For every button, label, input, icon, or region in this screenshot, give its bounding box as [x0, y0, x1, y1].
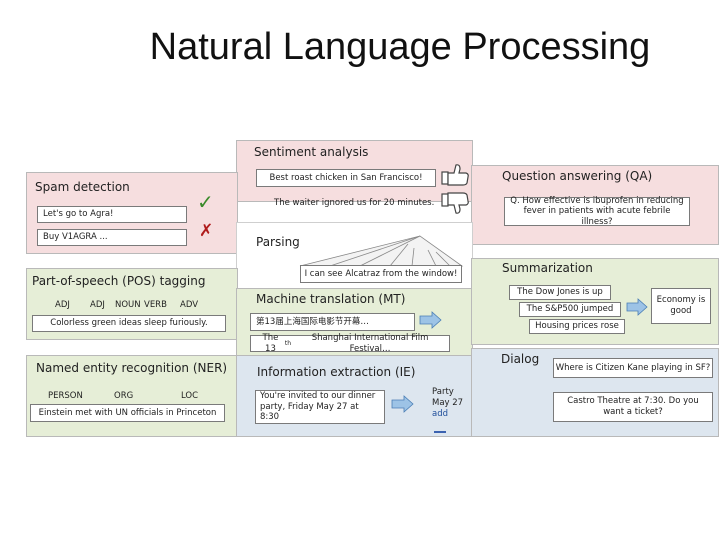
mt-target-text: The 13 th Shanghai International Film Fes… — [250, 332, 450, 354]
dialog-label: Dialog — [501, 352, 540, 366]
ner-tag: PERSON — [48, 391, 83, 401]
ie-label: Information extraction (IE) — [257, 365, 416, 379]
mt-target-ordinal-suffix: th — [284, 339, 292, 347]
ie-add-link[interactable]: add — [432, 409, 448, 419]
cross-mark-icon: ✗ — [199, 221, 214, 241]
pos-tag: ADJ — [55, 300, 70, 310]
ie-event-title: Party — [432, 387, 454, 397]
mt-label: Machine translation (MT) — [256, 292, 406, 306]
ie-event-date: May 27 — [432, 398, 464, 408]
pos-tagging-label: Part-of-speech (POS) tagging — [32, 274, 206, 288]
summary-source-item: The S&P500 jumped — [519, 302, 621, 317]
ner-label: Named entity recognition (NER) — [36, 361, 228, 375]
pos-tag: ADV — [180, 300, 199, 310]
spam-email-example: Buy V1AGRA ... — [37, 229, 187, 246]
ner-tag: ORG — [114, 391, 134, 401]
pos-sentence: Colorless green ideas sleep furiously. — [32, 315, 226, 332]
positive-review: Best roast chicken in San Francisco! — [256, 169, 436, 187]
ner-sentence: Einstein met with UN officials in Prince… — [30, 404, 225, 422]
check-mark-icon: ✓ — [197, 190, 214, 214]
dialog-system-answer: Castro Theatre at 7:30. Do you want a ti… — [553, 392, 713, 422]
pos-tag: VERB — [144, 300, 167, 310]
summarization-label: Summarization — [502, 261, 593, 275]
ie-source-text: You're invited to our dinner party, Frid… — [255, 390, 385, 424]
calendar-entry-underline — [434, 431, 446, 433]
ner-panel — [26, 355, 238, 437]
dialog-user-question: Where is Citizen Kane playing in SF? — [553, 358, 713, 378]
qa-label: Question answering (QA) — [502, 169, 653, 183]
pos-tag: NOUN — [115, 300, 141, 310]
mt-target-rest: Shanghai International Film Festival… — [311, 332, 429, 354]
pos-tag: ADJ — [90, 300, 105, 310]
summary-source-item: Housing prices rose — [529, 319, 625, 334]
spam-detection-label: Spam detection — [35, 180, 130, 194]
mt-target-ordinal: The 13 — [262, 332, 279, 354]
sentiment-label: Sentiment analysis — [254, 145, 369, 159]
ok-email-example: Let's go to Agra! — [37, 206, 187, 223]
parsed-sentence: I can see Alcatraz from the window! — [300, 265, 462, 283]
mt-source-text: 第13届上海国际电影节开幕… — [250, 313, 415, 331]
negative-review: The waiter ignored us for 20 minutes. — [274, 198, 435, 208]
summary-source-item: The Dow Jones is up — [509, 285, 611, 300]
ner-tag: LOC — [181, 391, 199, 401]
parsing-label: Parsing — [256, 235, 300, 249]
page-title: Natural Language Processing — [149, 26, 651, 68]
summary-result: Economy is good — [651, 288, 711, 324]
qa-question: Q. How effective is ibuprofen in reducin… — [504, 196, 690, 227]
